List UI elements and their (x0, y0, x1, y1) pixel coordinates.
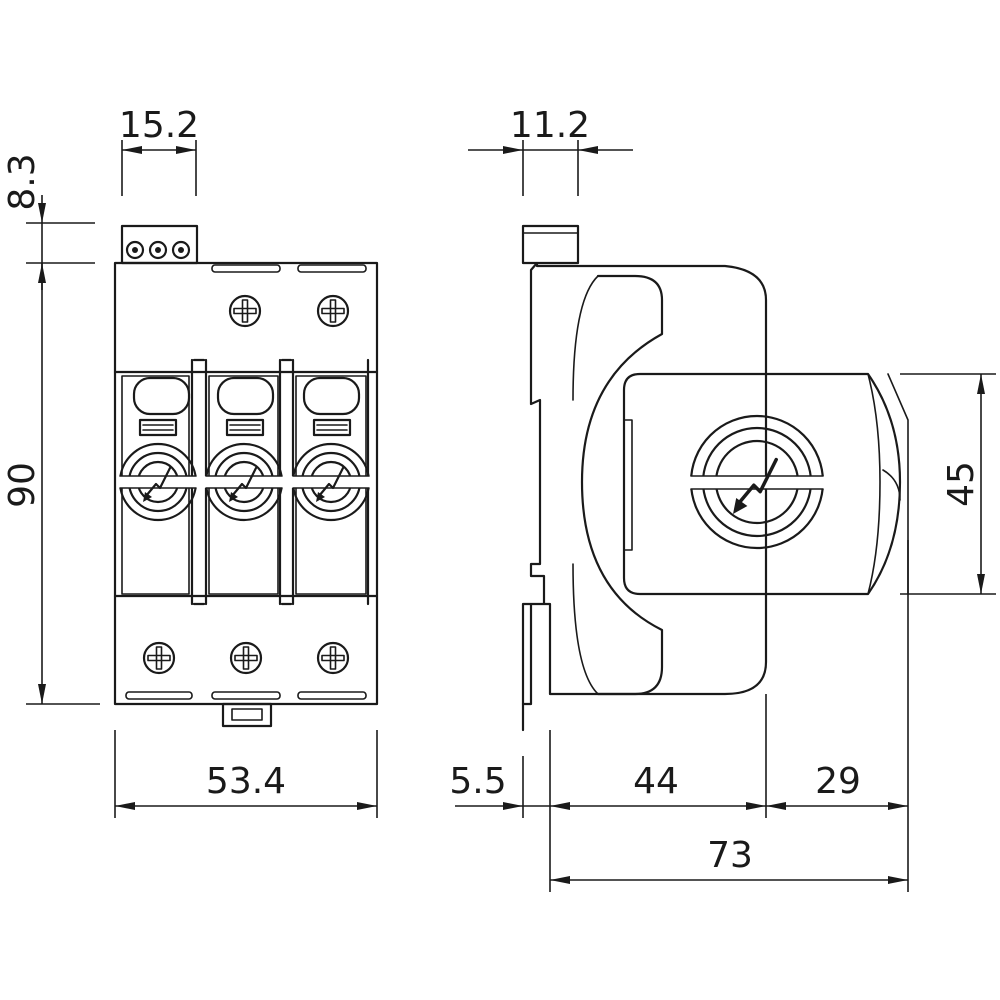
dimension-module-height: 45 (941, 461, 982, 507)
lightning-symbol-icon (204, 442, 284, 522)
dimension-side-offset: 5.5 (449, 761, 506, 802)
din-clip (221, 702, 273, 728)
side-cradle (580, 274, 664, 696)
lightning-symbol-icon (688, 414, 828, 550)
side-dimensions: 11.2 45 5.5 44 29 73 (449, 105, 996, 892)
lightning-symbol-icon (118, 442, 198, 522)
side-housing-outline (521, 261, 768, 706)
dimension-total-depth: 73 (707, 835, 753, 876)
screw-head-icon (316, 641, 350, 675)
screw-head-icon (228, 294, 262, 328)
dimension-rail-width: 11.2 (510, 105, 590, 146)
terminal-block (120, 224, 199, 265)
front-dimensions: 15.2 8.3 90 53.4 (2, 105, 378, 818)
dimension-module-depth: 29 (815, 761, 861, 802)
screw-head-icon (142, 641, 176, 675)
screw-head-icon (229, 641, 263, 675)
side-view (521, 224, 909, 732)
module-1 (118, 375, 198, 595)
module-2 (204, 375, 284, 595)
module-3 (291, 375, 371, 595)
dimension-base-depth: 44 (633, 761, 679, 802)
lightning-symbol-icon (291, 442, 371, 522)
dimension-terminal-offset: 8.3 (2, 153, 43, 210)
front-view (113, 224, 379, 728)
side-module (622, 372, 909, 596)
dimension-front-height: 90 (2, 462, 43, 508)
screw-head-icon (316, 294, 350, 328)
dimension-terminal-width: 15.2 (119, 105, 199, 146)
dimension-front-width: 53.4 (206, 761, 286, 802)
